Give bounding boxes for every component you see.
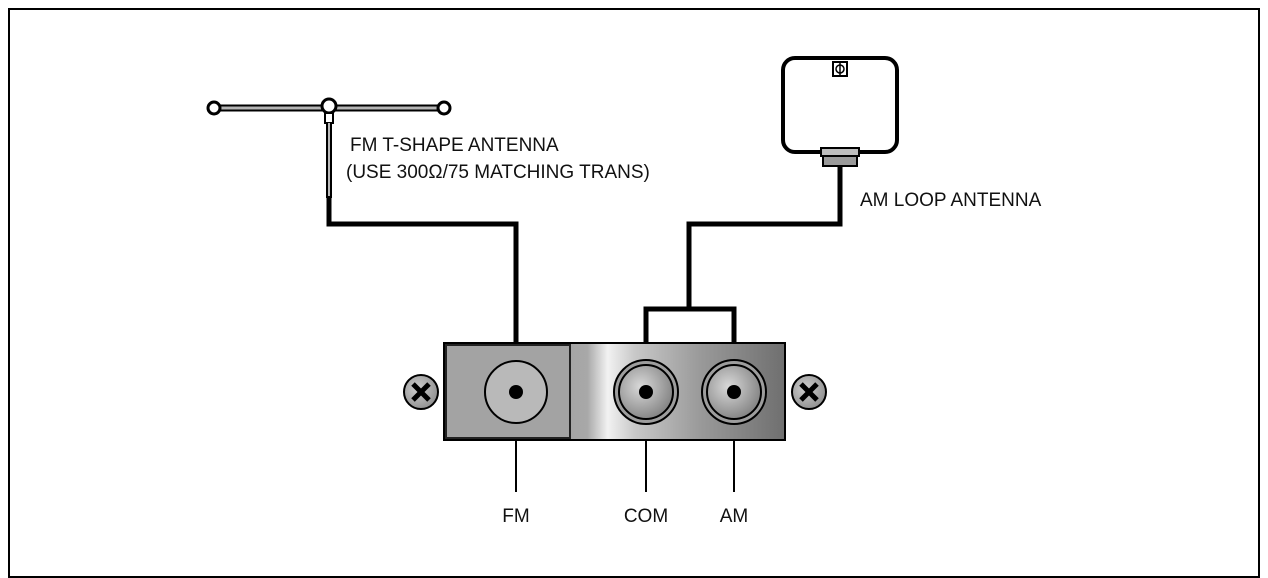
screw-left bbox=[403, 374, 439, 410]
com-terminal bbox=[613, 359, 679, 425]
fm-antenna-label-line2: (USE 300Ω/75 MATCHING TRANS) bbox=[346, 162, 650, 183]
fm-terminal bbox=[484, 360, 548, 424]
fm-antenna-label-line1: FM T-SHAPE ANTENNA bbox=[350, 135, 559, 156]
fm-t-shape-antenna bbox=[206, 97, 452, 198]
terminal-label-fm: FM bbox=[502, 506, 529, 527]
screw-right bbox=[791, 374, 827, 410]
antenna-connection-diagram: FM T-SHAPE ANTENNA (USE 300Ω/75 MATCHING… bbox=[206, 56, 1042, 527]
terminal-label-com: COM bbox=[624, 506, 668, 527]
terminal-label-am: AM bbox=[720, 506, 749, 527]
am-loop-antenna bbox=[781, 56, 899, 167]
terminal-leader-lines bbox=[515, 440, 735, 492]
am-terminal bbox=[701, 359, 767, 425]
fm-cable bbox=[326, 196, 519, 392]
am-antenna-label: AM LOOP ANTENNA bbox=[860, 190, 1042, 211]
